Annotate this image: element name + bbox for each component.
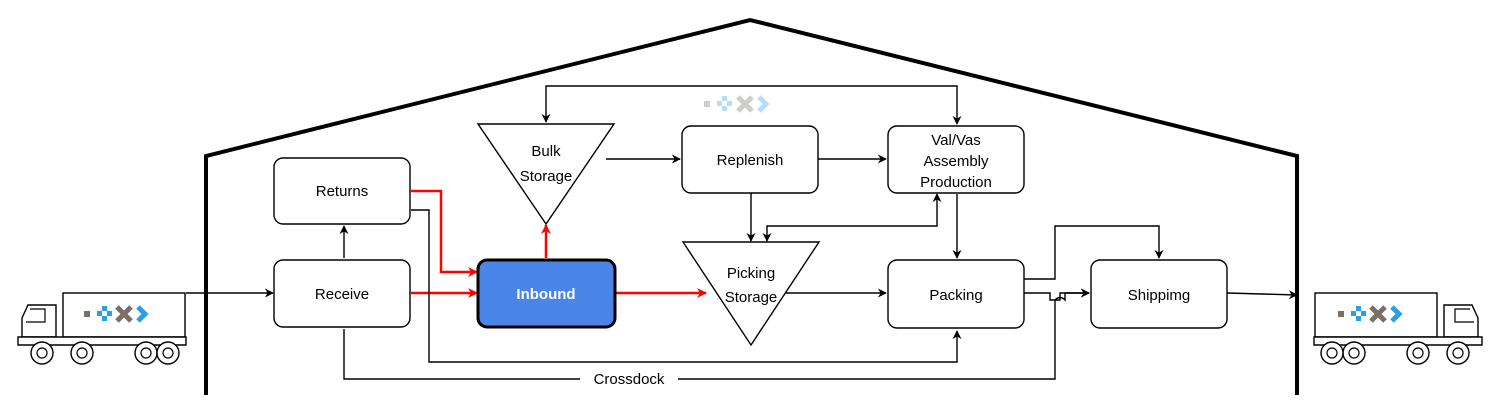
node-val-vas-line2: Assembly <box>923 153 989 170</box>
node-picking-storage[interactable]: Picking Storage <box>681 241 821 347</box>
node-inbound-label: Inbound <box>516 286 575 303</box>
node-val-vas-line3: Production <box>920 174 992 191</box>
node-returns-label: Returns <box>316 183 369 200</box>
node-replenish-label: Replenish <box>717 152 784 169</box>
node-packing-label: Packing <box>929 287 982 304</box>
node-inbound[interactable]: Inbound <box>476 258 617 329</box>
node-picking-storage-line2: Storage <box>725 289 778 306</box>
node-bulk-storage[interactable]: Bulk Storage <box>476 123 616 226</box>
node-replenish[interactable]: Replenish <box>681 125 819 194</box>
brand-logo-icon <box>1338 305 1403 323</box>
truck-icon-right <box>1313 292 1483 365</box>
node-shipping[interactable]: Shippimg <box>1090 259 1228 329</box>
node-shipping-label: Shippimg <box>1128 287 1191 304</box>
crossdock-label: Crossdock <box>594 371 665 388</box>
truck-icon-left <box>17 292 187 365</box>
node-bulk-storage-line2: Storage <box>520 168 573 185</box>
node-bulk-storage-line1: Bulk <box>531 143 561 160</box>
node-picking-storage-line1: Picking <box>727 265 775 282</box>
node-receive[interactable]: Receive <box>273 259 411 328</box>
edge-returns-to-inbound <box>411 189 478 277</box>
edge-valvas-picking <box>762 193 942 242</box>
edge-packing-to-shipping-top <box>1024 225 1164 280</box>
brand-logo-icon <box>84 305 149 323</box>
edge-bulk-to-valvas-top <box>541 85 962 125</box>
node-packing[interactable]: Packing <box>887 259 1025 329</box>
edge-returns-to-packing <box>411 209 962 363</box>
node-returns[interactable]: Returns <box>273 157 411 225</box>
node-val-vas-line1: Val/Vas <box>931 132 980 149</box>
brand-logo-icon <box>704 95 770 113</box>
edge-packing-to-shipping <box>1024 288 1090 301</box>
warehouse-outline <box>204 17 1299 395</box>
edge-shipping-to-truck <box>1226 290 1298 300</box>
node-receive-label: Receive <box>315 286 369 303</box>
edges <box>186 85 1298 380</box>
node-val-vas[interactable]: Val/Vas Assembly Production <box>887 125 1025 194</box>
